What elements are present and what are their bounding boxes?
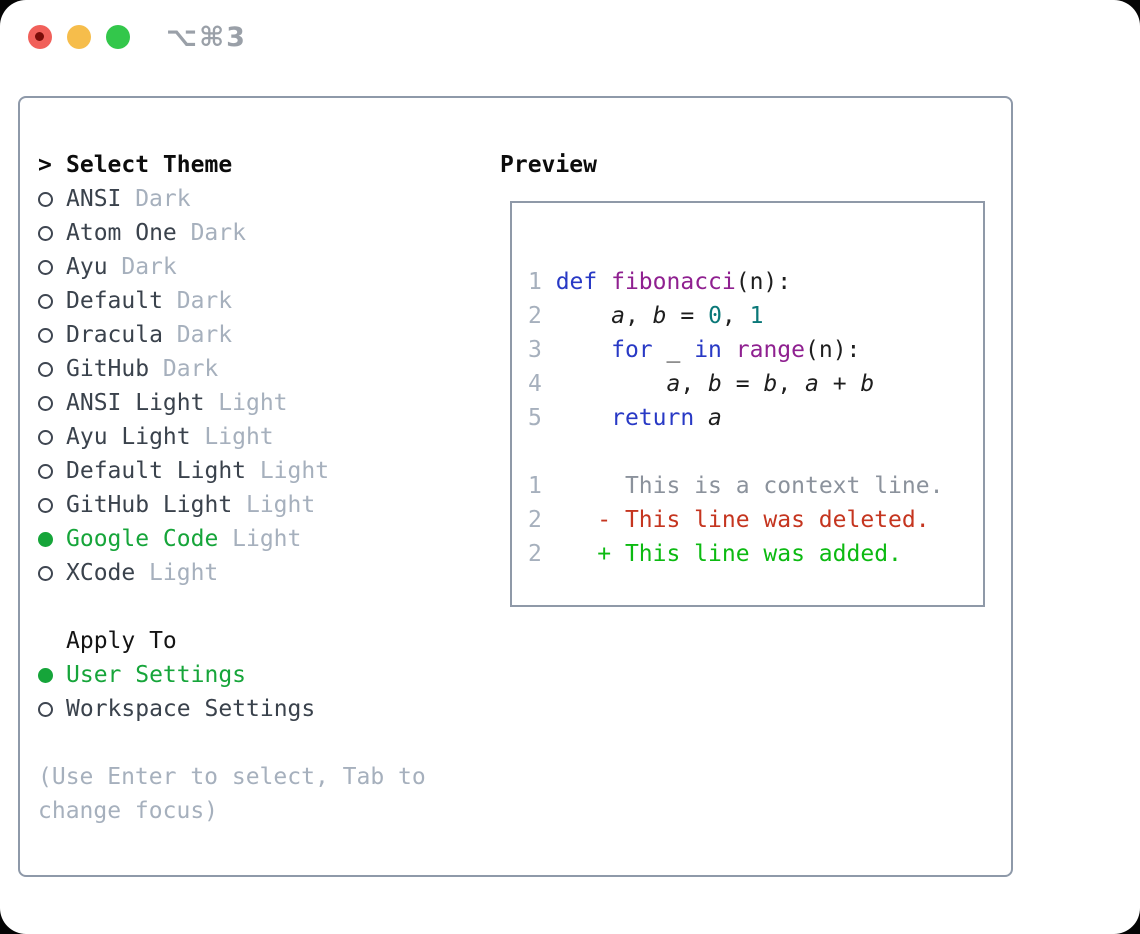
option-label: Ayu Light [66,424,191,450]
option-label: ANSI [66,186,122,212]
focus-caret-icon: > [38,152,52,178]
radio-icon [38,395,53,411]
apply-option-workspace-settings[interactable]: Workspace Settings [38,692,315,726]
option-label: GitHub [66,356,150,382]
code-line: 3 for _ in range(n): [528,337,861,363]
radio-icon [38,259,53,275]
theme-option-atom-one[interactable]: Atom One Dark [38,216,329,250]
window-title: ⌥⌘3 [166,22,247,53]
option-label: Default [66,288,163,314]
help-line: (Use Enter to select, Tab to [38,764,426,790]
window-titlebar [28,25,145,49]
option-label: GitHub Light [66,492,233,518]
apply-option-user-settings[interactable]: User Settings [38,658,315,692]
preview-title: Preview [500,152,597,178]
radio-icon [38,565,53,581]
apply-to-header: Apply To [38,624,315,658]
zoom-button[interactable] [106,25,130,49]
code-preview: 1 def fibonacci(n): 2 a, b = 0, 1 3 for _ … [528,265,943,571]
option-label: Atom One [66,220,177,246]
theme-option-dracula[interactable]: Dracula Dark [38,318,329,352]
theme-option-github-light[interactable]: GitHub Light Light [38,488,329,522]
option-variant-label: Dark [135,186,191,212]
help-text: (Use Enter to select, Tab to change focus… [38,760,426,828]
theme-option-xcode[interactable]: XCode Light [38,556,329,590]
radio-icon [38,225,53,241]
option-label: Ayu [66,254,108,280]
theme-option-default-light[interactable]: Default Light Light [38,454,329,488]
theme-option-ayu[interactable]: Ayu Dark [38,250,329,284]
option-variant-label: Light [218,390,288,416]
option-label: Dracula [66,322,163,348]
radio-icon [38,701,53,717]
radio-icon [38,361,53,377]
code-line: 2 - This line was deleted. [528,507,930,533]
theme-option-github[interactable]: GitHub Dark [38,352,329,386]
option-label: Workspace Settings [66,696,316,722]
option-variant-label: Light [149,560,219,586]
radio-icon [38,497,53,513]
code-line: 1 This is a context line. [528,473,944,499]
option-variant-label: Light [232,526,302,552]
theme-option-google-code[interactable]: Google Code Light [38,522,329,556]
radio-icon [38,327,53,343]
option-variant-label: Light [204,424,274,450]
radio-selected-icon [38,531,53,547]
theme-list-header: > Select Theme [38,148,329,182]
minimize-button[interactable] [67,25,91,49]
theme-option-ayu-light[interactable]: Ayu Light Light [38,420,329,454]
apply-to-title: Apply To [66,628,177,654]
option-label: Google Code [66,526,219,552]
option-label: Default Light [66,458,247,484]
radio-icon [38,293,53,309]
option-variant-label: Dark [190,220,246,246]
option-label: XCode [66,560,136,586]
radio-icon [38,463,53,479]
preview-pane: 1 def fibonacci(n): 2 a, b = 0, 1 3 for _ … [510,201,985,607]
option-variant-label: Dark [162,356,219,382]
option-variant-label: Light [259,458,330,484]
theme-list-title: Select Theme [66,152,233,178]
theme-option-ansi-light[interactable]: ANSI Light Light [38,386,329,420]
radio-icon [38,191,53,207]
radio-icon [38,429,53,445]
code-line: 4 a, b = b, a + b [528,371,875,397]
option-variant-label: Dark [176,288,233,314]
option-label: ANSI Light [66,390,205,416]
code-line: 1 def fibonacci(n): [528,269,792,295]
option-variant-label: Dark [121,254,177,280]
theme-option-default[interactable]: Default Dark [38,284,329,318]
close-button[interactable] [28,25,52,49]
code-line: 2 a, b = 0, 1 [528,303,764,329]
code-line: 2 + This line was added. [528,541,902,567]
radio-selected-icon [38,667,53,683]
theme-option-ansi[interactable]: ANSI Dark [38,182,329,216]
option-label: User Settings [66,662,247,688]
option-variant-label: Dark [176,322,233,348]
code-line [528,435,943,469]
option-variant-label: Light [245,492,316,518]
help-line: change focus) [38,798,219,824]
code-line: 5 return a [528,405,722,431]
